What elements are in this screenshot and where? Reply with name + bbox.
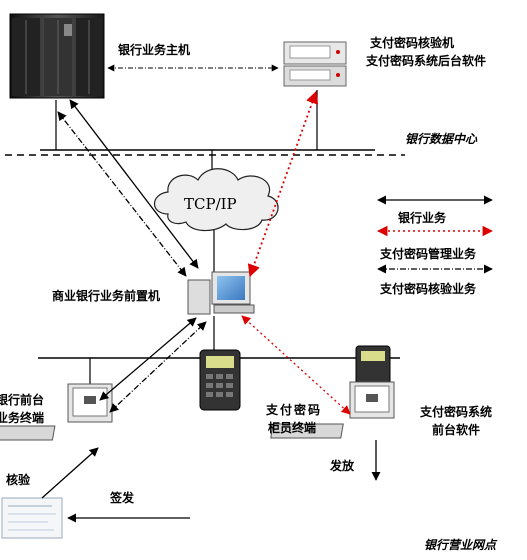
payment-front-label-line2: 前台软件 <box>432 423 481 437</box>
payment-front-terminal-icon <box>270 381 395 439</box>
front-terminal-label-line1: 银行前台 <box>0 393 45 407</box>
teller-keypad-device-icon <box>199 349 241 411</box>
bank-host-server-icon <box>9 13 105 99</box>
legend-label-banking: 银行业务 <box>398 211 447 225</box>
teller-terminal-label-line2: 柜员终端 <box>268 421 317 435</box>
verifier-label-line1: 支付密码核验机 <box>370 36 455 50</box>
data-center-label: 银行数据中心 <box>405 132 478 146</box>
verify-arrow <box>41 447 99 499</box>
teller-terminal-label-line1: 支付密码 <box>266 403 323 417</box>
issue-label: 发放 <box>330 459 355 473</box>
tcpip-label: TCP/IP <box>184 195 237 213</box>
front-machine-pc-icon <box>187 271 255 315</box>
cheque-document-icon <box>1 497 63 539</box>
host-front-verify-link <box>57 111 187 277</box>
legend-label-verify: 支付密码核验业务 <box>380 282 477 296</box>
legend-label-management: 支付密码管理业务 <box>380 247 477 261</box>
front-terminal-banking-link <box>99 317 197 401</box>
front-machine-label: 商业银行业务前置机 <box>52 289 161 303</box>
verifier-machine-icon <box>283 41 347 87</box>
payment-front-device-icon <box>355 345 391 387</box>
branch-label: 银行营业网点 <box>424 538 497 552</box>
sign-label: 签发 <box>110 491 135 505</box>
front-payment-station-management-link <box>241 315 351 415</box>
payment-front-label-line1: 支付密码系统 <box>420 405 493 419</box>
verifier-label-line2: 支付密码系统后台软件 <box>366 54 487 68</box>
bank-host-label: 银行业务主机 <box>118 43 191 57</box>
front-terminal-verify-link <box>109 321 207 413</box>
front-terminal-label-line2: 业务终端 <box>0 411 45 425</box>
verify-label: 核验 <box>6 473 31 487</box>
